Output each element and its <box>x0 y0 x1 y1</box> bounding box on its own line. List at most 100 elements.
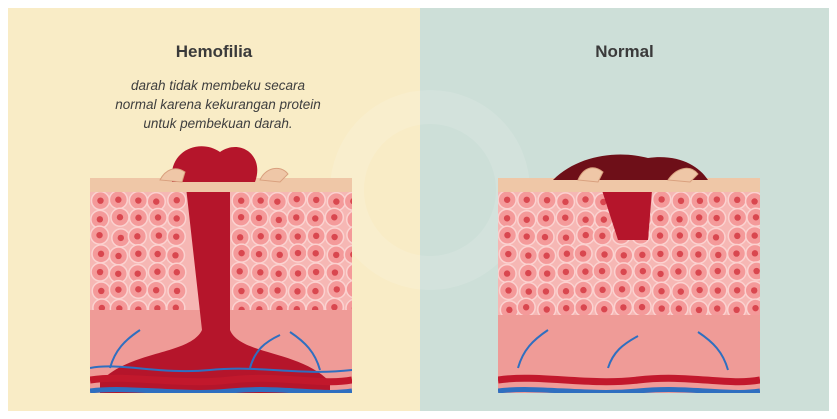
cell-nucleus <box>563 305 569 311</box>
cell-nucleus <box>582 217 588 223</box>
cell-nucleus <box>713 215 719 221</box>
cell-nucleus <box>734 287 740 293</box>
cell-nucleus <box>295 250 301 256</box>
cell-nucleus <box>752 250 758 256</box>
cell-nucleus <box>544 270 550 276</box>
cell-nucleus <box>313 269 319 275</box>
cell-nucleus <box>657 232 663 238</box>
cell-nucleus <box>294 288 300 294</box>
cell-nucleus <box>238 198 244 204</box>
cell-nucleus <box>524 217 530 223</box>
cell-nucleus <box>601 306 607 312</box>
cell-nucleus <box>620 304 626 310</box>
cell-nucleus <box>275 271 281 277</box>
cell-nucleus <box>172 252 178 258</box>
cell-nucleus <box>174 288 180 294</box>
cell-nucleus <box>713 234 719 240</box>
cell-nucleus <box>544 306 550 312</box>
cell-nucleus <box>294 196 300 202</box>
caption-line-2: normal karena kekurangan protein <box>98 95 338 114</box>
cell-nucleus <box>135 286 141 292</box>
cell-nucleus <box>524 233 530 239</box>
cell-nucleus <box>621 252 627 258</box>
cell-nucleus <box>256 251 262 257</box>
cell-nucleus <box>657 215 663 221</box>
cell-nucleus <box>657 271 663 277</box>
cell-nucleus <box>563 234 569 240</box>
cell-nucleus <box>715 287 721 293</box>
cell-nucleus <box>580 250 586 256</box>
cell-nucleus <box>696 214 702 220</box>
cell-nucleus <box>562 214 568 220</box>
cell-nucleus <box>564 251 570 257</box>
normal-wound-illustration <box>498 130 760 395</box>
cell-nucleus <box>334 286 340 292</box>
cell-nucleus <box>134 233 140 239</box>
artery <box>498 378 760 381</box>
cell-nucleus <box>504 215 510 221</box>
cell-nucleus <box>753 214 759 220</box>
cell-nucleus <box>258 233 264 239</box>
cell-nucleus <box>714 196 720 202</box>
cell-nucleus <box>639 304 645 310</box>
cell-nucleus <box>678 198 684 204</box>
cell-nucleus <box>97 197 103 203</box>
cell-nucleus <box>734 268 740 274</box>
cell-nucleus <box>733 250 739 256</box>
cell-nucleus <box>275 234 281 240</box>
cell-nucleus <box>98 251 104 257</box>
cell-nucleus <box>295 233 301 239</box>
cell-nucleus <box>277 252 283 258</box>
cell-nucleus <box>238 250 244 256</box>
cell-nucleus <box>696 307 702 313</box>
cell-nucleus <box>659 305 665 311</box>
cell-nucleus <box>312 215 318 221</box>
cell-nucleus <box>563 269 569 275</box>
cell-nucleus <box>332 269 338 275</box>
cell-nucleus <box>506 307 512 313</box>
cell-nucleus <box>173 233 179 239</box>
cell-nucleus <box>313 233 319 239</box>
cell-nucleus <box>293 214 299 220</box>
cell-nucleus <box>312 288 318 294</box>
cell-nucleus <box>331 214 337 220</box>
cell-nucleus <box>583 232 589 238</box>
cell-nucleus <box>562 199 568 205</box>
cell-nucleus <box>331 234 337 240</box>
cell-nucleus <box>135 250 141 256</box>
cell-nucleus <box>237 268 243 274</box>
cell-nucleus <box>155 214 161 220</box>
cell-nucleus <box>639 286 645 292</box>
cell-nucleus <box>174 197 180 203</box>
cell-nucleus <box>640 268 646 274</box>
cell-nucleus <box>543 253 549 259</box>
cell-nucleus <box>639 252 645 258</box>
cell-nucleus <box>677 232 683 238</box>
cell-nucleus <box>256 215 262 221</box>
cell-nucleus <box>97 269 103 275</box>
cell-nucleus <box>174 269 180 275</box>
cell-nucleus <box>599 287 605 293</box>
cell-nucleus <box>313 250 319 256</box>
cell-nucleus <box>658 288 664 294</box>
cell-nucleus <box>582 196 588 202</box>
cell-nucleus <box>563 288 569 294</box>
cell-nucleus <box>526 288 532 294</box>
cell-nucleus <box>331 304 337 310</box>
cell-nucleus <box>313 197 319 203</box>
cell-nucleus <box>676 216 682 222</box>
cell-nucleus <box>582 268 588 274</box>
cell-nucleus <box>542 234 548 240</box>
cell-nucleus <box>752 305 758 311</box>
cell-nucleus <box>154 269 160 275</box>
cell-nucleus <box>238 288 244 294</box>
cell-nucleus <box>734 214 740 220</box>
cell-nucleus <box>295 270 301 276</box>
cell-nucleus <box>135 270 141 276</box>
cell-nucleus <box>237 234 243 240</box>
cell-nucleus <box>619 286 625 292</box>
vein <box>90 390 352 393</box>
cell-nucleus <box>276 217 282 223</box>
cell-nucleus <box>544 197 550 203</box>
